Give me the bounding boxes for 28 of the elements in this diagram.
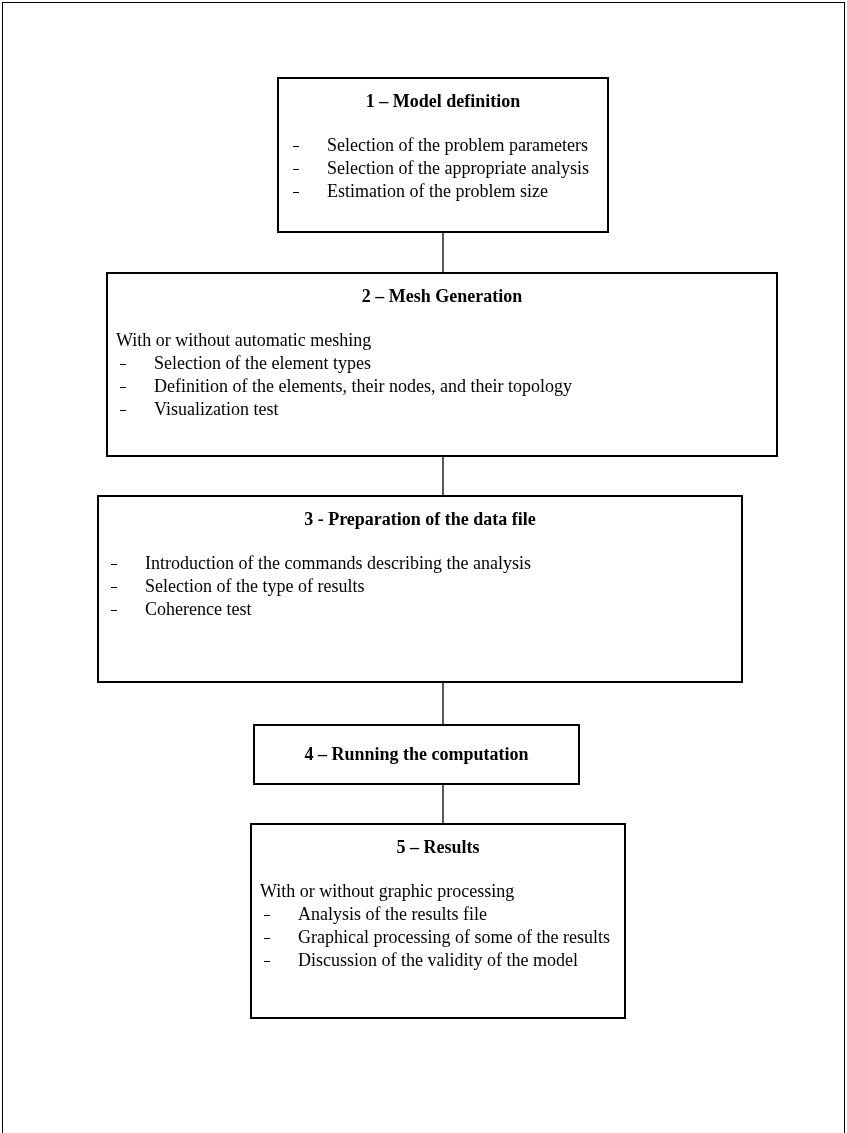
connector-line [442,232,444,273]
list-item: Analysis of the results file [298,904,487,924]
connector-line [442,784,444,824]
step-description: With or without automatic meshing [116,329,373,352]
step-title: 1 – Model definition [364,91,522,112]
list-item: Graphical processing of some of the results [298,927,610,947]
connector-line [442,456,444,496]
list-item: Selection of the element types [154,353,371,373]
process-box [250,823,626,1019]
step-title: 2 – Mesh Generation [360,286,524,307]
process-box [97,495,743,683]
step-title: 3 - Preparation of the data file [303,509,537,530]
list-item: Introduction of the commands describing the analysis [145,553,531,573]
step-description: With or without graphic processing [260,880,516,903]
list-item: Selection of the appropriate analysis [327,158,589,178]
list-item: Definition of the elements, their nodes, and their topology [154,376,572,396]
connector-line [442,682,444,725]
step-title: 5 – Results [395,837,481,858]
list-item: Selection of the problem parameters [327,135,588,155]
list-item: Selection of the type of results [145,576,365,596]
process-box [253,724,580,785]
step-title: 4 – Running the computation [303,744,530,765]
list-item: Discussion of the validity of the model [298,950,578,970]
process-box [277,77,609,233]
process-box [106,272,778,457]
list-item: Visualization test [154,399,279,419]
list-item: Estimation of the problem size [327,181,548,201]
list-item: Coherence test [145,599,252,619]
